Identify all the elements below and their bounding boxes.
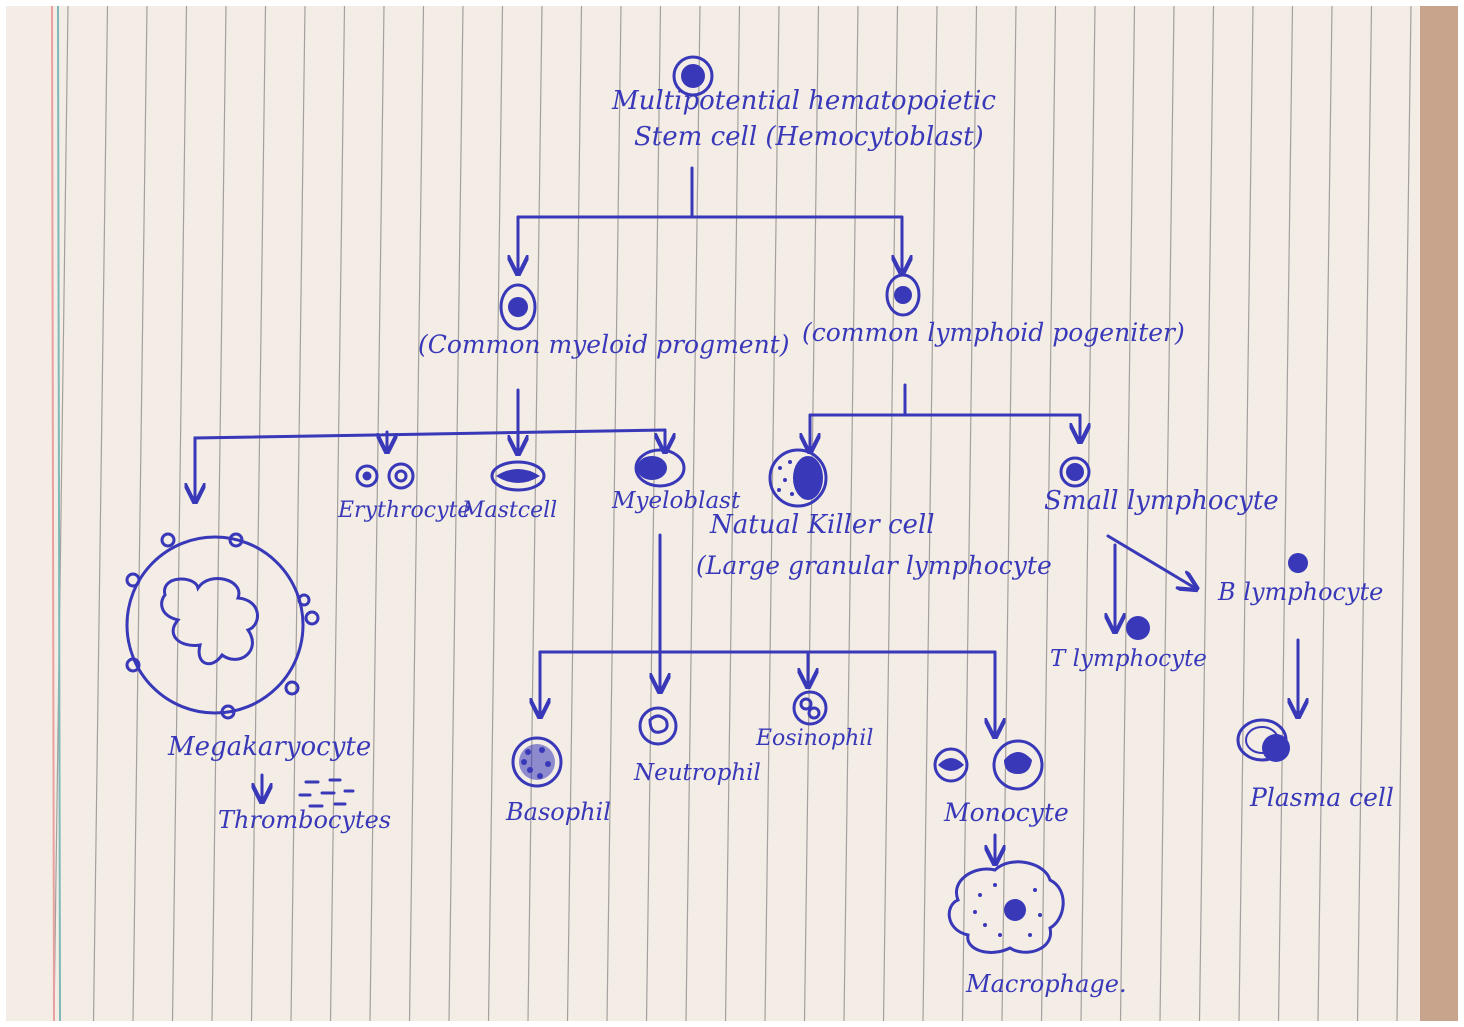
mast-cell-icon bbox=[490, 460, 546, 492]
stem-cell-icon bbox=[672, 55, 714, 97]
ruled-line bbox=[1198, 5, 1215, 1022]
neutrophil-label: Neutrophil bbox=[634, 760, 761, 786]
ruled-line bbox=[1396, 5, 1412, 1022]
margin-line-teal bbox=[57, 5, 61, 1022]
thrombocytes-icon bbox=[298, 778, 355, 808]
ruled-line bbox=[1159, 5, 1175, 1022]
ruled-line bbox=[566, 5, 583, 1022]
eosinophil-label: Eosinophil bbox=[756, 726, 874, 751]
ruled-line bbox=[843, 5, 859, 1022]
small-lymphocyte-label: Small lymphocyte bbox=[1044, 486, 1279, 516]
margin-line-red bbox=[51, 5, 55, 1022]
ruled-line bbox=[1119, 5, 1136, 1022]
macrophage-icon bbox=[947, 860, 1065, 954]
stem-cell-label-line1: Multipotential hematopoietic bbox=[612, 86, 996, 116]
ruled-line bbox=[1317, 5, 1333, 1022]
ruled-line bbox=[961, 5, 978, 1022]
ruled-line bbox=[1040, 5, 1057, 1022]
plasma-cell-icon bbox=[1236, 718, 1290, 762]
myeloblast-icon bbox=[634, 448, 686, 488]
ruled-line bbox=[685, 5, 701, 1022]
ruled-line bbox=[487, 5, 504, 1022]
connector-lines bbox=[195, 166, 1298, 862]
ruled-line bbox=[290, 5, 306, 1022]
table-edge bbox=[1420, 6, 1458, 1021]
ruled-line bbox=[1238, 5, 1254, 1022]
erythrocyte-icon bbox=[355, 462, 415, 490]
t-lymphocyte-icon bbox=[1126, 616, 1150, 640]
myeloid-progenitor-label: (Common myeloid progment) bbox=[418, 330, 790, 359]
ruled-line bbox=[369, 5, 385, 1022]
t-lymphocyte-label: T lymphocyte bbox=[1050, 646, 1207, 672]
monocyte-icon bbox=[933, 739, 1044, 791]
basophil-icon bbox=[511, 736, 563, 788]
ruled-line bbox=[92, 5, 109, 1022]
macrophage-label: Macrophage. bbox=[966, 970, 1127, 998]
ruled-line bbox=[408, 5, 425, 1022]
ruled-line bbox=[922, 5, 938, 1022]
megakaryocyte-icon bbox=[125, 532, 320, 720]
ruled-line bbox=[645, 5, 662, 1022]
stem-cell-label-line2: Stem cell (Hemocytoblast) bbox=[634, 122, 984, 152]
myeloblast-label: Myeloblast bbox=[612, 488, 741, 514]
small-lymphocyte-icon bbox=[1059, 456, 1091, 488]
ruled-line bbox=[171, 5, 188, 1022]
b-lymphocyte-label: B lymphocyte bbox=[1218, 578, 1384, 606]
ruled-line bbox=[1277, 5, 1294, 1022]
ruled-line bbox=[1356, 5, 1373, 1022]
nk-cell-label-line1: Natual Killer cell bbox=[710, 510, 935, 540]
ruled-line bbox=[211, 5, 227, 1022]
nk-cell-label-line2: (Large granular lymphocyte bbox=[696, 551, 1052, 580]
plasma-cell-label: Plasma cell bbox=[1250, 783, 1394, 812]
megakaryocyte-label: Megakaryocyte bbox=[168, 732, 372, 762]
eosinophil-icon bbox=[792, 690, 828, 726]
ruled-line bbox=[764, 5, 780, 1022]
lymphoid-progenitor-icon bbox=[885, 273, 921, 317]
ruled-line bbox=[53, 5, 69, 1022]
ruled-line bbox=[803, 5, 820, 1022]
ruled-line bbox=[606, 5, 622, 1022]
ruled-line bbox=[448, 5, 464, 1022]
ruled-lines bbox=[53, 5, 1412, 1022]
ruled-line bbox=[527, 5, 543, 1022]
basophil-label: Basophil bbox=[506, 798, 611, 826]
b-lymphocyte-icon bbox=[1288, 553, 1308, 573]
ruled-line bbox=[132, 5, 148, 1022]
neutrophil-icon bbox=[638, 706, 678, 746]
ruled-line bbox=[882, 5, 899, 1022]
ruled-line bbox=[329, 5, 346, 1022]
myeloid-progenitor-icon bbox=[499, 283, 537, 331]
ruled-line bbox=[724, 5, 741, 1022]
ruled-line bbox=[250, 5, 267, 1022]
thrombocytes-label: Thrombocytes bbox=[218, 806, 392, 834]
nk-cell-icon bbox=[768, 448, 828, 508]
ruled-line bbox=[1080, 5, 1096, 1022]
lymphoid-progenitor-label: (common lymphoid pogeniter) bbox=[802, 318, 1185, 347]
erythrocyte-label: Erythrocyte bbox=[338, 498, 471, 523]
mast-cell-label: Mastcell bbox=[462, 498, 558, 523]
monocyte-label: Monocyte bbox=[944, 798, 1069, 827]
